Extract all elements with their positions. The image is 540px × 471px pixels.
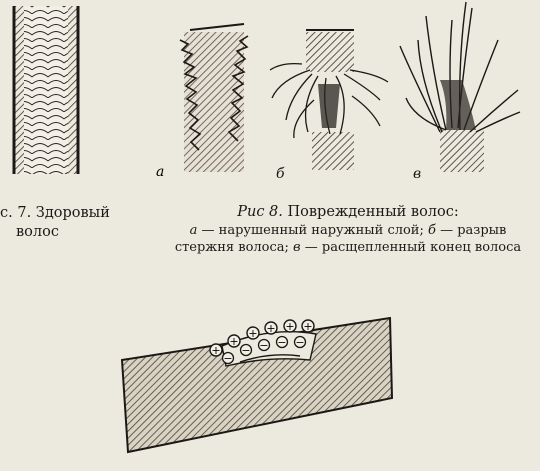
- plus-sign: +: [229, 335, 238, 348]
- figure-8-heading: Рис 8. Поврежденный волос:: [158, 204, 538, 221]
- label-v: в: [413, 166, 421, 182]
- minus-sign: −: [259, 339, 268, 352]
- desc-b-letter: б: [428, 223, 436, 238]
- plus-sign: +: [285, 320, 294, 333]
- desc-v-letter: в: [293, 240, 301, 255]
- minus-sign: −: [241, 344, 250, 357]
- label-b: б: [276, 166, 285, 182]
- minus-sign: −: [295, 336, 304, 349]
- figure-7-prefix: с. 7.: [0, 205, 32, 221]
- desc-a: — нарушенный наружный слой;: [197, 223, 428, 238]
- plus-sign: +: [266, 322, 275, 335]
- split-end-hair: [399, 1, 521, 172]
- desc-v: — расщепленный конец волоса: [300, 240, 522, 255]
- minus-sign: −: [223, 352, 232, 365]
- figure-7-title: Здоровый: [35, 205, 110, 221]
- figure-8-title: Поврежденный волос:: [287, 204, 459, 220]
- healthy-hair-shaft: [12, 6, 80, 174]
- desc-a-letter: а: [189, 223, 198, 238]
- broken-hair-shaft: [269, 29, 389, 170]
- desc-b: — разрыв: [435, 223, 507, 238]
- figure-7-caption: с. 7. Здоровый волос: [0, 204, 140, 242]
- label-a: а: [156, 164, 164, 180]
- negative-charges: − − − − −: [221, 335, 307, 365]
- positive-charges: + + + + + +: [209, 319, 315, 357]
- plus-sign: +: [248, 327, 257, 340]
- plus-sign: +: [211, 344, 220, 357]
- desc-b-cont: стержня волоса;: [174, 240, 294, 255]
- figure-8-prefix: Рис 8.: [237, 204, 283, 220]
- figure-8-caption: Рис 8. Поврежденный волос: а — нарушенны…: [158, 204, 538, 256]
- charged-hair-diagram: [120, 316, 394, 454]
- damaged-cuticle-shaft: [179, 23, 249, 172]
- minus-sign: −: [277, 336, 286, 349]
- figure-7-title-line2: волос: [16, 224, 59, 240]
- plus-sign: +: [303, 320, 312, 333]
